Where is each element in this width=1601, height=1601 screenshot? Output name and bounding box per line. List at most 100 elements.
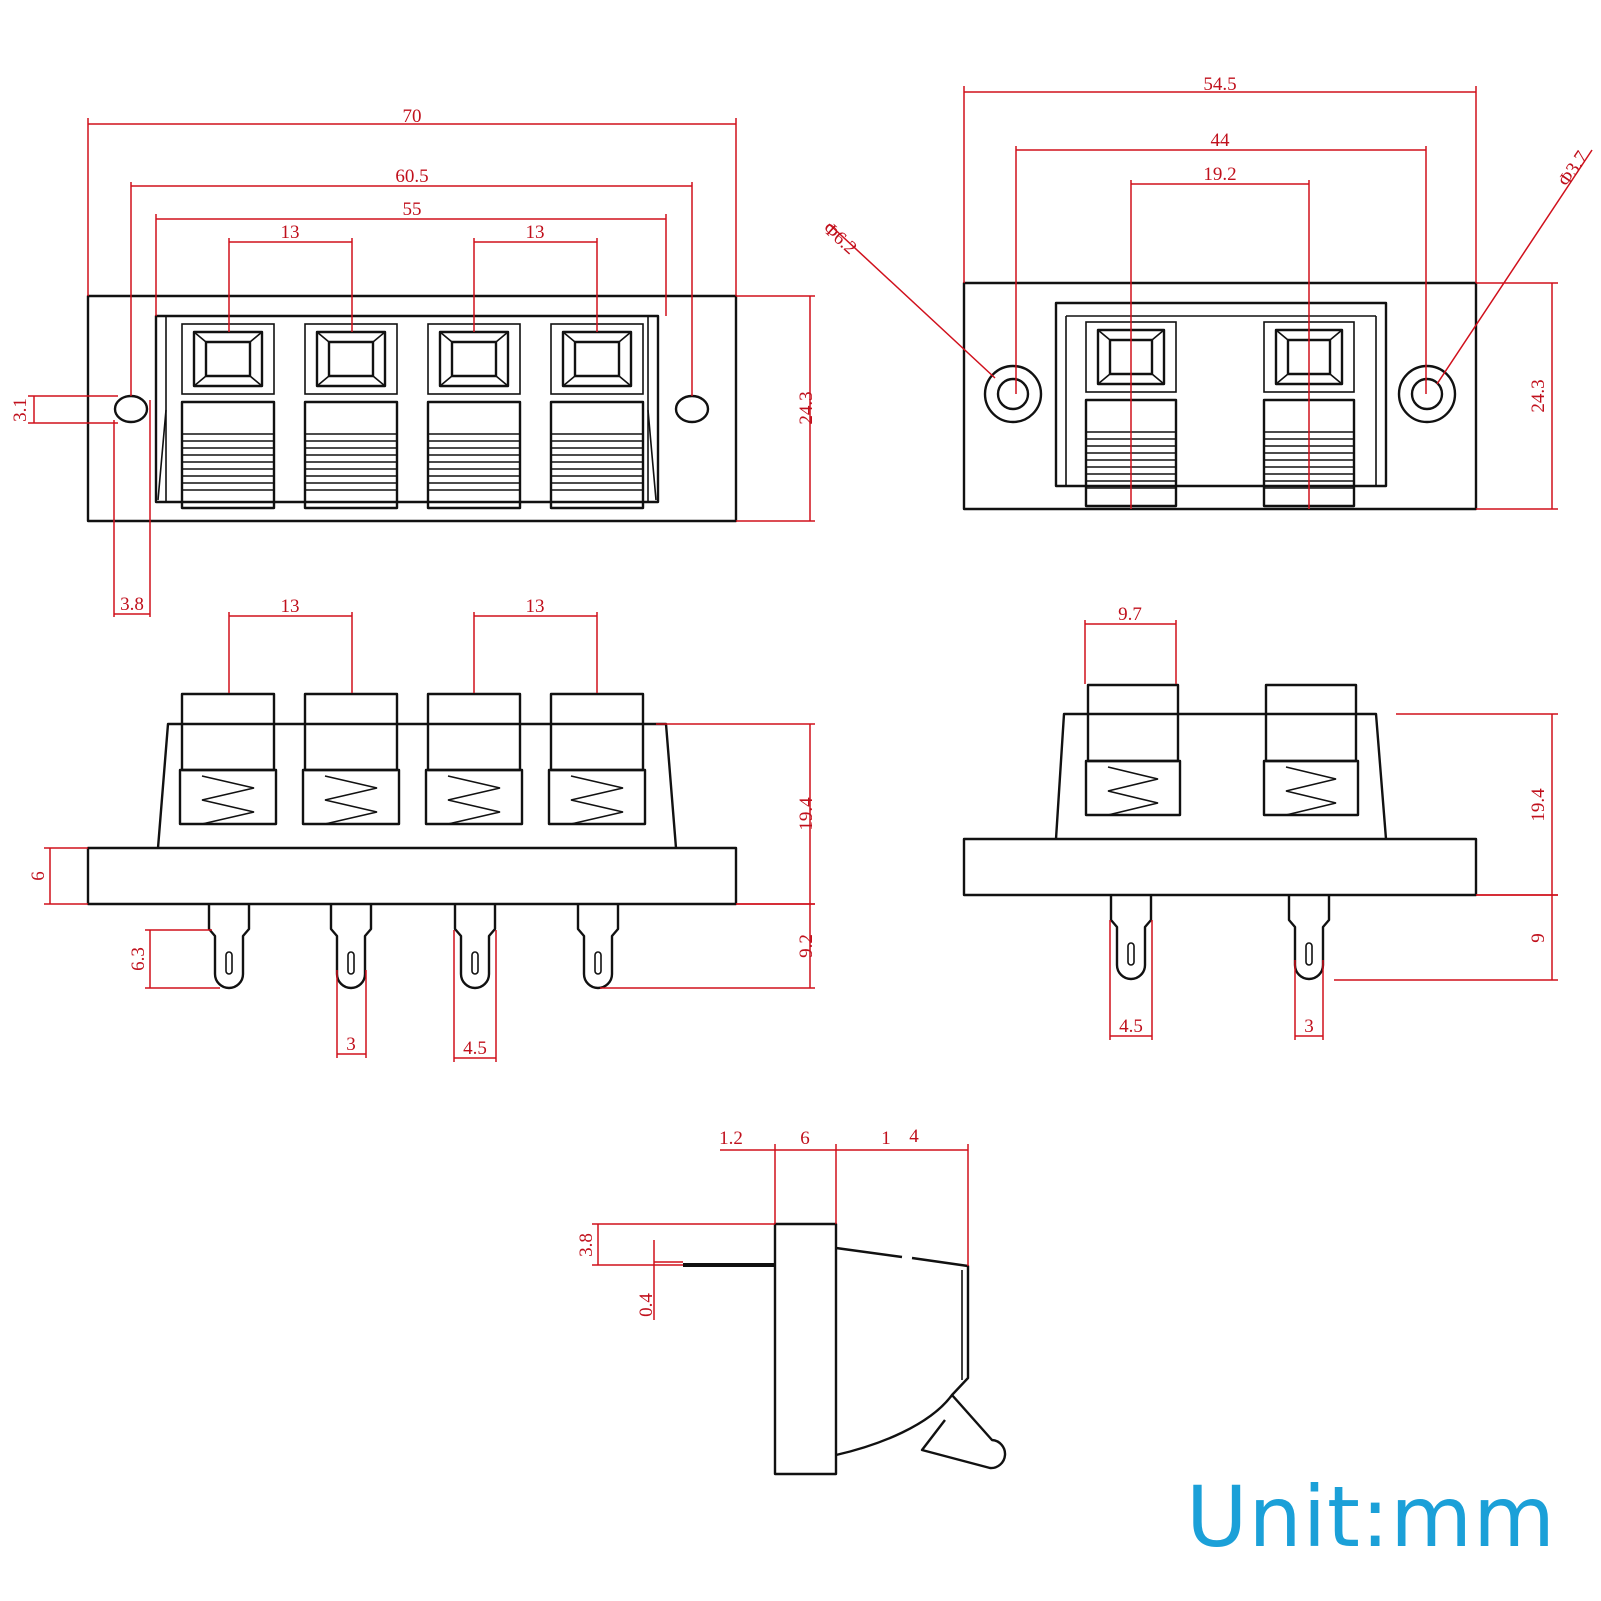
- dim-hole-width: 3.8: [120, 594, 144, 615]
- unit-label: Unit:mm: [1186, 1468, 1556, 1566]
- dim-pin-shoulder: 4.5: [463, 1038, 487, 1059]
- solder-pin: [207, 904, 251, 990]
- mount-boss-left: [983, 364, 1043, 424]
- pin-slot: [347, 951, 355, 975]
- terminal-body: [1054, 712, 1388, 840]
- button-bevel: [1275, 329, 1343, 385]
- button-inner: [327, 340, 375, 378]
- terminal-frame: [304, 323, 398, 395]
- panel-outline: [86, 294, 738, 523]
- pin-slot: [1127, 942, 1135, 966]
- terminal-group: [178, 692, 647, 826]
- view-4pos-side: 13 13 19.4 9.2 6 6.3 3 4.5: [28, 596, 817, 1062]
- solder-pin: [1109, 895, 1153, 981]
- dim-hole-diameter: Φ3.7: [1554, 147, 1592, 190]
- lever-ribs: [428, 433, 520, 491]
- lever-ribs: [182, 433, 274, 491]
- spring-icon: [324, 775, 378, 825]
- terminal-cap: [549, 692, 645, 772]
- dim-base-thickness: 6: [28, 871, 49, 881]
- mount-hole-right: [1410, 377, 1444, 411]
- panel-section: [773, 1222, 838, 1476]
- button-bevel: [439, 331, 509, 387]
- dim-hole-pitch: 44: [1211, 130, 1231, 151]
- lever-ribs: [551, 433, 643, 491]
- terminal-cap: [1264, 683, 1358, 763]
- button-inner: [204, 340, 252, 378]
- terminal-housing: [1054, 301, 1388, 488]
- lever-ribs: [305, 433, 397, 491]
- button-bevel: [1097, 329, 1165, 385]
- dim-d2: 6: [800, 1128, 810, 1149]
- solder-pins: [1109, 895, 1331, 981]
- dim-pitch-left: 13: [281, 596, 300, 617]
- terminal-cap: [426, 692, 522, 772]
- terminal-group: [1084, 683, 1360, 817]
- button-bevel: [562, 331, 632, 387]
- base-plate: [962, 837, 1478, 897]
- dim-pin-tip: 6.3: [128, 947, 149, 971]
- mount-hole-left: [996, 377, 1030, 411]
- spring-icon: [201, 775, 255, 825]
- view-end: 1.2 6 1 4 3.8 0.4: [576, 1126, 1007, 1476]
- dim-d3: 1: [881, 1128, 891, 1149]
- dim-cap-width: 9.7: [1118, 604, 1142, 625]
- dim-pitch-right: 13: [526, 222, 545, 243]
- dim-pin-width: 3: [346, 1034, 356, 1055]
- dim-pitch-left: 13: [281, 222, 300, 243]
- terminal-cap: [1086, 683, 1180, 763]
- dim-hole-pitch: 60.5: [395, 166, 428, 187]
- dim-height: 24.3: [1528, 379, 1549, 412]
- solder-pin: [576, 904, 620, 990]
- dim-overall-width: 54.5: [1203, 74, 1236, 95]
- dim-terminal-pitch: 19.2: [1203, 164, 1236, 185]
- button-inner: [450, 340, 498, 378]
- spring-housing: [178, 768, 278, 826]
- view-4pos-front: 70 60.5 55 13 13 24.3 3.1 3.8: [10, 106, 817, 617]
- dim-hole-height: 3.1: [10, 398, 31, 422]
- terminal-frame: [181, 323, 275, 395]
- base-plate: [86, 846, 738, 906]
- button-outer: [315, 330, 387, 388]
- terminal-body: [156, 722, 678, 849]
- dim-d4: 4: [909, 1126, 919, 1147]
- terminal-housing: [154, 314, 660, 504]
- spring-icon: [447, 775, 501, 825]
- terminal-group: [180, 323, 645, 510]
- dim-pin-length: 9.2: [796, 934, 817, 958]
- solder-pin: [453, 904, 497, 990]
- mount-hole-left: [113, 394, 149, 424]
- dim-pin-width: 3: [1304, 1016, 1314, 1037]
- button-outer: [192, 330, 264, 388]
- spring-housing: [301, 768, 401, 826]
- dim-boss-diameter: Φ6.2: [819, 218, 861, 259]
- spring-housing: [424, 768, 524, 826]
- terminal-profile: [835, 1246, 970, 1396]
- spring-icon: [570, 775, 624, 825]
- pin-slot: [225, 951, 233, 975]
- button-bevel: [316, 331, 386, 387]
- dim-body-height: 19.4: [796, 797, 817, 831]
- terminal-cap: [303, 692, 399, 772]
- spring-icon: [1107, 766, 1159, 816]
- pin-slot: [1305, 942, 1313, 966]
- button-inner: [573, 340, 621, 378]
- dim-inner-width: 55: [403, 199, 422, 220]
- mount-hole-right: [674, 394, 710, 424]
- mount-boss-right: [1397, 364, 1457, 424]
- pin-slot: [471, 951, 479, 975]
- button-bevel: [193, 331, 263, 387]
- spring-housing: [547, 768, 647, 826]
- dim-pin-shoulder: 4.5: [1119, 1016, 1143, 1037]
- dim-pin-length: 9: [1528, 933, 1549, 943]
- spring-icon: [1285, 766, 1337, 816]
- dim-overall-width: 70: [403, 106, 422, 127]
- dim-pitch-right: 13: [526, 596, 545, 617]
- pin-slot: [594, 951, 602, 975]
- terminal-group: [1084, 321, 1356, 508]
- spring-housing: [1262, 759, 1360, 817]
- solder-pins: [207, 904, 620, 990]
- dim-d1: 1.2: [719, 1128, 743, 1149]
- panel-outline: [962, 281, 1478, 511]
- spring-housing: [1084, 759, 1182, 817]
